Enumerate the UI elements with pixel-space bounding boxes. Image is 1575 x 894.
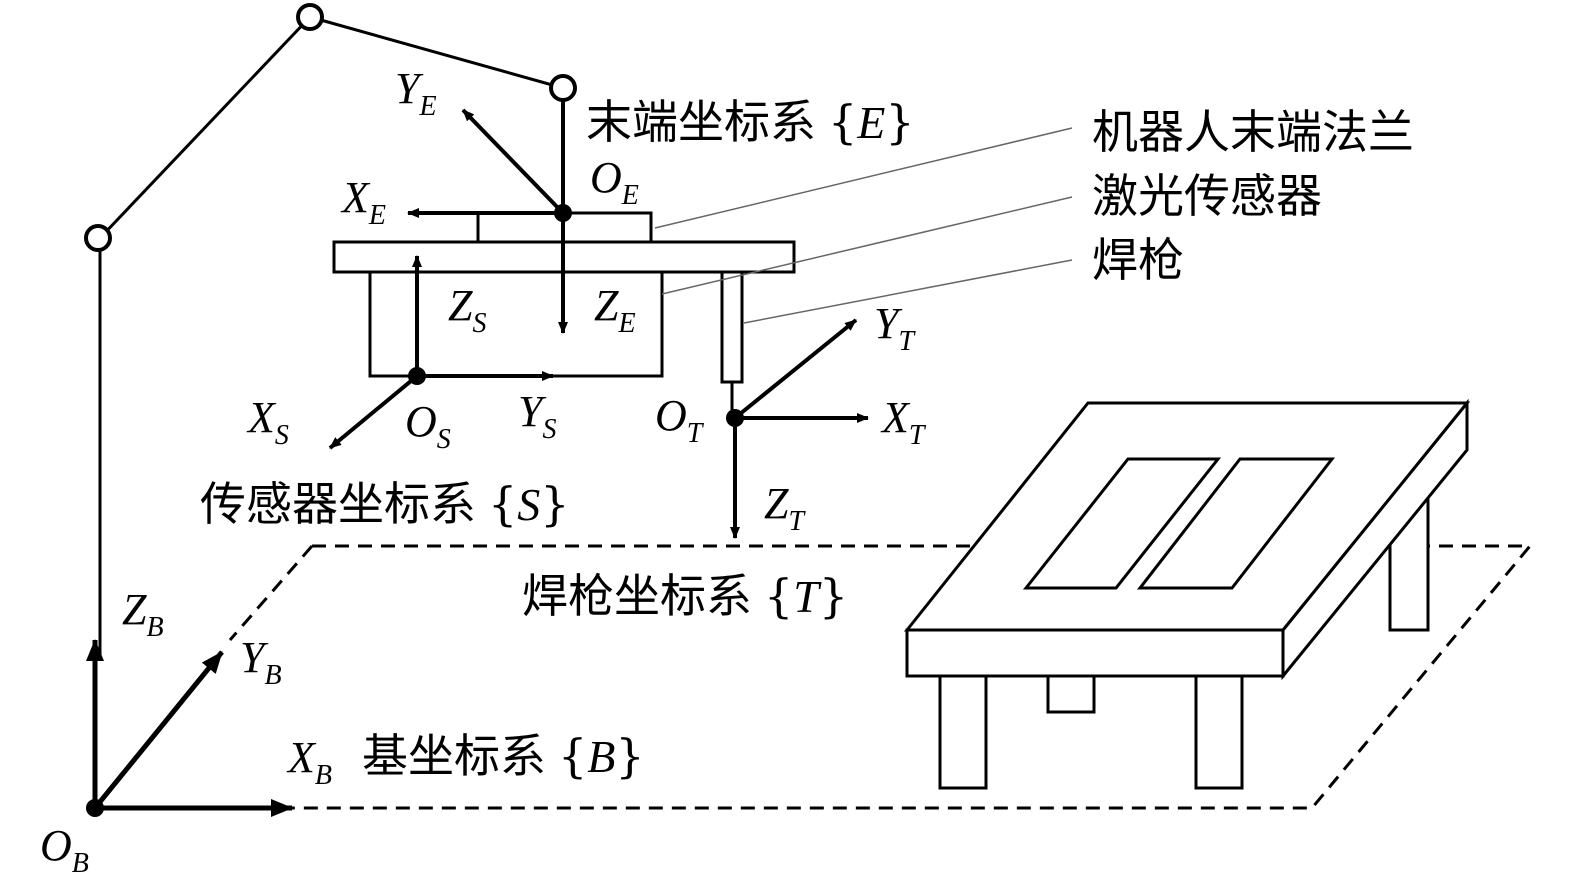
sensor-frame-title: 传感器坐标系{S} [200,477,570,531]
robot-arm [84,3,577,660]
torch-frame-axes [726,318,869,539]
base-y-axis [93,650,224,810]
arm-joint-2 [296,3,324,31]
work-plane-outline [228,544,1534,810]
torch-leader [743,259,1073,324]
arm-link-2 [309,15,564,90]
workpiece-plate-left [1022,457,1222,590]
arm-joint-1 [84,224,112,252]
torch-y-axis [733,318,858,420]
torch-body [720,270,744,384]
torch-frame-title: 焊枪坐标系{T} [522,569,848,623]
laser-sensor-callout: 激光传感器 [1092,169,1322,223]
flange-leader [654,127,1073,229]
flange-callout: 机器人末端法兰 [1092,105,1414,159]
torch-y-label: YT [874,299,916,357]
leader-lines [654,127,1073,324]
sensor-origin-dot [408,367,426,385]
table-front [905,628,1285,678]
work-plane [228,544,1534,810]
base-origin-label: OB [40,821,89,879]
torch-origin-dot [726,409,744,427]
base-x-label: XB [286,733,332,791]
workpiece-table [903,398,1471,790]
end-x-label: XE [340,173,386,231]
base-origin-dot [86,799,104,817]
torch-z-label: ZT [764,479,806,537]
end-origin-dot [554,204,572,222]
sensor-frame-axes [328,255,554,450]
base-y-label: YB [240,633,282,691]
end-y-axis [461,108,565,215]
sensor-x-label: XS [246,393,289,451]
table-leg-front-left [938,674,988,790]
base-frame-title: 基坐标系{B} [362,729,645,783]
sensor-y-label: YS [518,387,556,445]
arm-joint-3 [549,74,577,102]
end-y-label: YE [395,64,437,122]
table-leg-front-right [1194,674,1244,790]
torch-origin-label: OT [655,391,705,449]
torch-callout: 焊枪 [1092,233,1184,287]
sensor-origin-label: OS [405,397,451,455]
base-z-label: ZB [122,585,164,643]
end-frame-axes [407,100,572,334]
sensor-x-axis [328,374,419,450]
torch-x-label: XT [880,393,927,451]
end-frame-title: 末端坐标系{E} [586,95,915,149]
sensor-leader [661,196,1073,295]
arm-link-1 [98,15,312,240]
workpiece-plate-right [1136,457,1336,590]
end-origin-label: OE [590,153,639,211]
sensor-z-label: ZS [448,281,486,339]
end-z-label: ZE [594,281,636,339]
base-frame-axes [86,639,293,817]
